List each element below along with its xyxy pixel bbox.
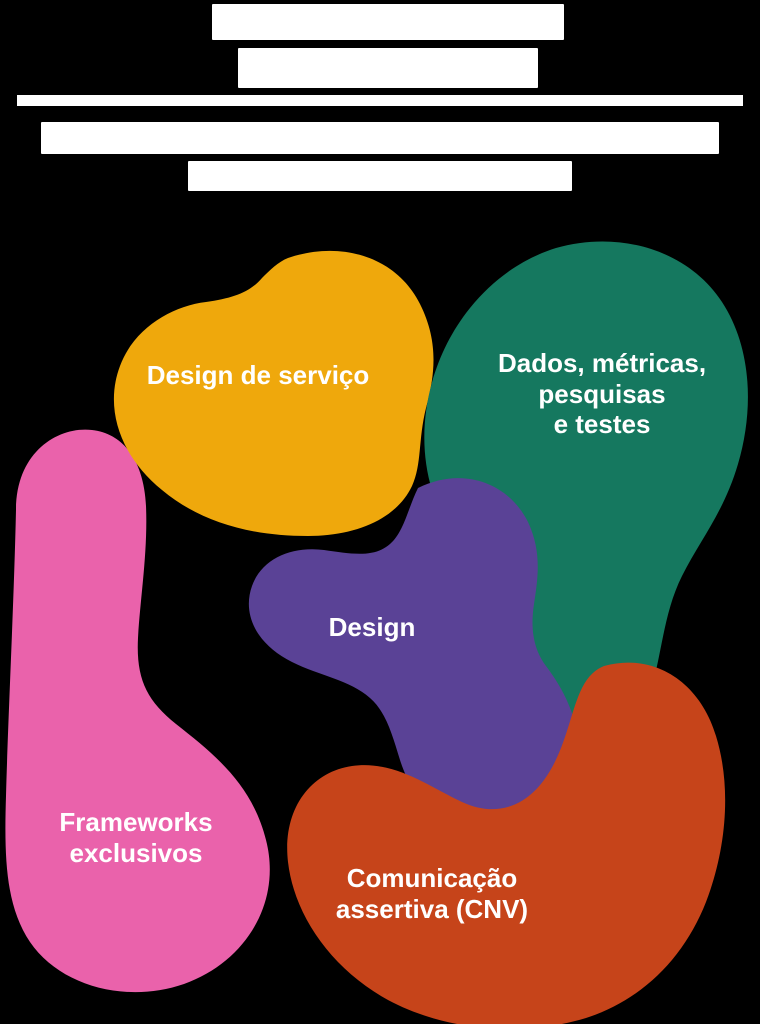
blob-shapes-svg — [5, 241, 748, 1024]
title-line-2: [texto ocultado] — [238, 48, 538, 88]
subtitle-line-1: [texto ocultado] — [41, 122, 719, 154]
blob-shape-design[interactable] — [248, 478, 579, 839]
blob-shape-comunicacao[interactable] — [287, 662, 726, 1024]
blob-shape-design-servico[interactable] — [113, 250, 434, 536]
header-divider — [17, 95, 743, 106]
header-block: [texto ocultado] [texto ocultado] [texto… — [0, 0, 760, 200]
blob-diagram: Design de serviço Dados, métricas, pesqu… — [0, 200, 760, 1024]
title-line-1: [texto ocultado] — [212, 4, 564, 40]
subtitle-line-2: [texto ocultado] — [188, 161, 572, 191]
blob-shape-frameworks[interactable] — [5, 429, 270, 993]
